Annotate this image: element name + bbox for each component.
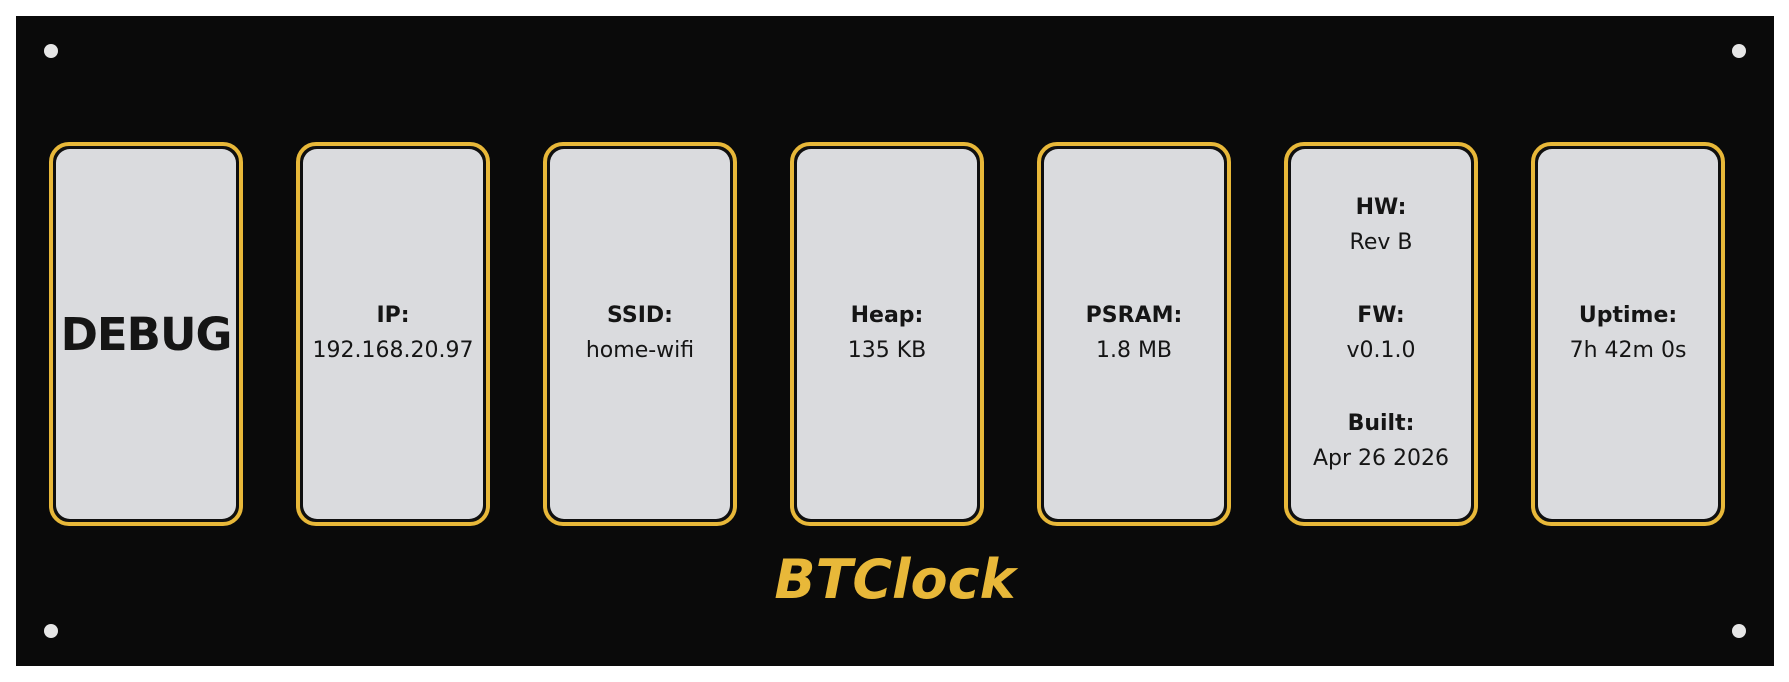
screw-top-right (1732, 44, 1746, 58)
fw-group: FW: v0.1.0 (1347, 299, 1416, 369)
debug-title: DEBUG (60, 307, 233, 361)
screen-6: HW: Rev B FW: v0.1.0 Built: Apr 26 2026 (1284, 142, 1478, 526)
psram-label: PSRAM: (1085, 303, 1183, 328)
psram-value: 1.8 MB (1095, 338, 1173, 363)
heap-label: Heap: (850, 303, 924, 328)
ssid-value: home-wifi (585, 338, 695, 363)
screen-4: Heap: 135 KB (790, 142, 984, 526)
screen-5: PSRAM: 1.8 MB (1037, 142, 1231, 526)
screen-1: DEBUG (49, 142, 243, 526)
hw-label: HW: (1355, 195, 1407, 220)
screen-2: IP: 192.168.20.97 (296, 142, 490, 526)
ssid-label: SSID: (607, 303, 673, 328)
screen-3: SSID: home-wifi (543, 142, 737, 526)
fw-label: FW: (1357, 303, 1405, 328)
ip-label: IP: (376, 303, 410, 328)
built-value: Apr 26 2026 (1312, 446, 1450, 471)
uptime-value: 7h 42m 0s (1569, 338, 1687, 363)
screw-bottom-right (1732, 624, 1746, 638)
built-group: Built: Apr 26 2026 (1313, 407, 1449, 477)
ip-value: 192.168.20.97 (312, 338, 474, 363)
device-panel: DEBUG IP: 192.168.20.97 SSID: home-wifi … (16, 16, 1774, 666)
brand-logo: BTClock (774, 548, 1016, 611)
screw-top-left (44, 44, 58, 58)
hw-value: Rev B (1349, 230, 1413, 255)
screen-7: Uptime: 7h 42m 0s (1531, 142, 1725, 526)
uptime-label: Uptime: (1578, 303, 1678, 328)
built-label: Built: (1347, 411, 1415, 436)
heap-value: 135 KB (847, 338, 927, 363)
hw-group: HW: Rev B (1350, 191, 1413, 261)
fw-value: v0.1.0 (1346, 338, 1416, 363)
screw-bottom-left (44, 624, 58, 638)
